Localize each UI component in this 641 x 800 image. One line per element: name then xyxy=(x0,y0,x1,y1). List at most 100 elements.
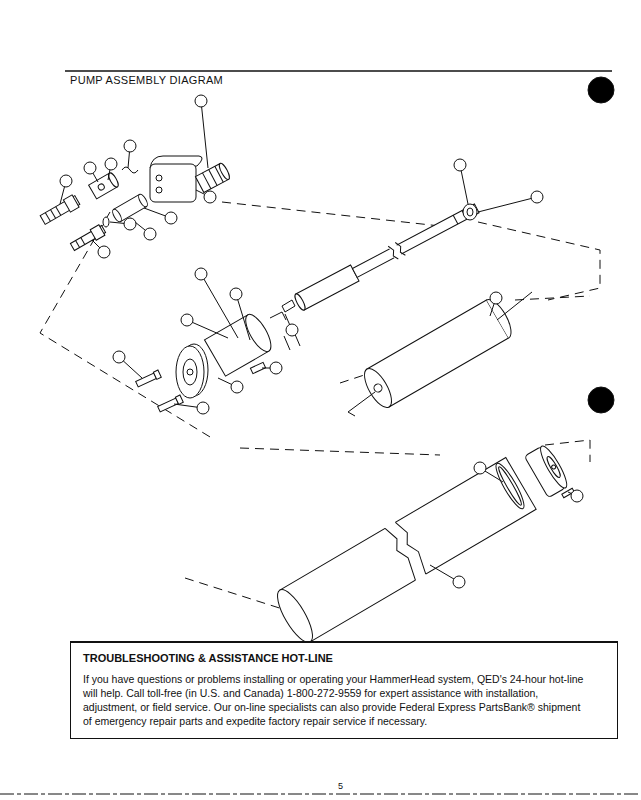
o-ring xyxy=(492,460,528,511)
casing-body xyxy=(280,458,536,642)
callout-circle xyxy=(124,140,136,152)
break-gap xyxy=(384,521,427,582)
break-mark xyxy=(384,526,420,581)
callout-circle xyxy=(286,324,298,336)
header-rule xyxy=(65,70,612,72)
callout-circle xyxy=(60,175,72,187)
notice-box: TROUBLESHOOTING & ASSISTANCE HOT-LINEIf … xyxy=(70,641,618,739)
casing-end xyxy=(271,585,319,647)
valve-end xyxy=(137,193,149,208)
dashed-guide xyxy=(240,448,440,455)
callout-circle xyxy=(490,292,502,304)
notice-body: If you have questions or problems instal… xyxy=(83,672,591,728)
callout-circle xyxy=(571,490,583,502)
dashed-guide xyxy=(185,578,292,612)
fitting-thread xyxy=(209,170,217,186)
clip xyxy=(122,167,138,173)
callout-circle xyxy=(84,162,96,174)
float-wire xyxy=(497,292,532,320)
barb-ridge xyxy=(45,213,50,222)
diagram-title: PUMP ASSEMBLY DIAGRAM xyxy=(70,74,223,86)
callout-circle xyxy=(230,288,242,300)
callout-circle xyxy=(197,402,209,414)
callout-circle xyxy=(531,191,543,203)
cap-inner xyxy=(183,359,197,385)
housing-port xyxy=(156,187,162,193)
callout-circle xyxy=(204,191,216,203)
callout-circle xyxy=(165,212,177,224)
binder-hole xyxy=(588,387,614,413)
break-mark xyxy=(395,520,431,575)
barb-ridge xyxy=(51,210,56,219)
cap-face xyxy=(176,346,204,398)
float xyxy=(359,295,516,411)
page-number: 5 xyxy=(336,781,345,791)
o-ring-outer xyxy=(492,460,528,511)
ring-inner xyxy=(467,208,473,216)
float-wire xyxy=(348,392,375,416)
break-mark xyxy=(395,241,405,257)
break-mark xyxy=(388,245,398,261)
barb-body xyxy=(40,196,80,225)
callout-circle xyxy=(181,314,193,326)
callout-circle xyxy=(195,268,207,280)
callout-circles xyxy=(60,95,583,588)
callout-circle xyxy=(454,159,466,171)
cap-center xyxy=(187,369,193,375)
callout-circle xyxy=(124,218,136,230)
callout-circle xyxy=(231,381,243,393)
callout-circle xyxy=(98,246,110,258)
callout-circle xyxy=(453,576,465,588)
callout-circle xyxy=(144,228,156,240)
bolt-head xyxy=(175,395,183,404)
barb-nut xyxy=(63,195,79,212)
fitting-thread xyxy=(202,173,210,189)
linkage-parts xyxy=(270,300,295,320)
o-ring-inner xyxy=(496,465,523,506)
dashed-guide xyxy=(478,222,600,300)
callout-circle xyxy=(270,362,282,374)
bolt xyxy=(135,370,161,388)
ring xyxy=(463,204,477,220)
valve-housing xyxy=(150,156,202,202)
sleeve-end xyxy=(293,293,307,312)
float-hole xyxy=(373,383,384,394)
leader-line xyxy=(60,101,577,582)
cap-center xyxy=(551,464,556,469)
inlet-cap xyxy=(176,344,208,398)
barb-ridge xyxy=(56,207,61,216)
bolt-head xyxy=(153,370,161,379)
o-ring xyxy=(103,217,109,227)
fitting xyxy=(89,172,120,199)
barb-nut xyxy=(90,225,105,240)
housing-body xyxy=(150,164,196,202)
callout-circle xyxy=(113,351,125,363)
dashed-guide xyxy=(222,202,440,226)
callout-circle xyxy=(105,158,117,170)
valve-end xyxy=(111,208,123,223)
fitting-end xyxy=(217,162,231,181)
callout-circle xyxy=(195,95,207,107)
cylinder-end xyxy=(241,311,276,355)
binder-hole xyxy=(588,77,614,103)
footer-rule xyxy=(0,794,641,795)
bolt xyxy=(157,395,183,413)
cap-inner xyxy=(545,455,562,479)
callout-circle xyxy=(474,462,486,474)
float-face xyxy=(359,364,397,411)
housing-port xyxy=(156,175,162,181)
shaft-groove xyxy=(453,215,458,224)
fitting-hole xyxy=(97,183,105,191)
inlet-cylinder xyxy=(205,311,276,376)
barb-ridge xyxy=(81,238,85,245)
bolt-body xyxy=(158,398,179,412)
shaft-rod xyxy=(352,204,479,277)
cap-face xyxy=(536,443,570,491)
hex-fitting xyxy=(195,162,231,192)
leader-lines xyxy=(60,101,577,582)
hose-barb xyxy=(39,194,81,226)
ring-outer xyxy=(463,204,477,220)
pump-shaft xyxy=(293,200,481,311)
barb-ridge xyxy=(76,241,80,248)
